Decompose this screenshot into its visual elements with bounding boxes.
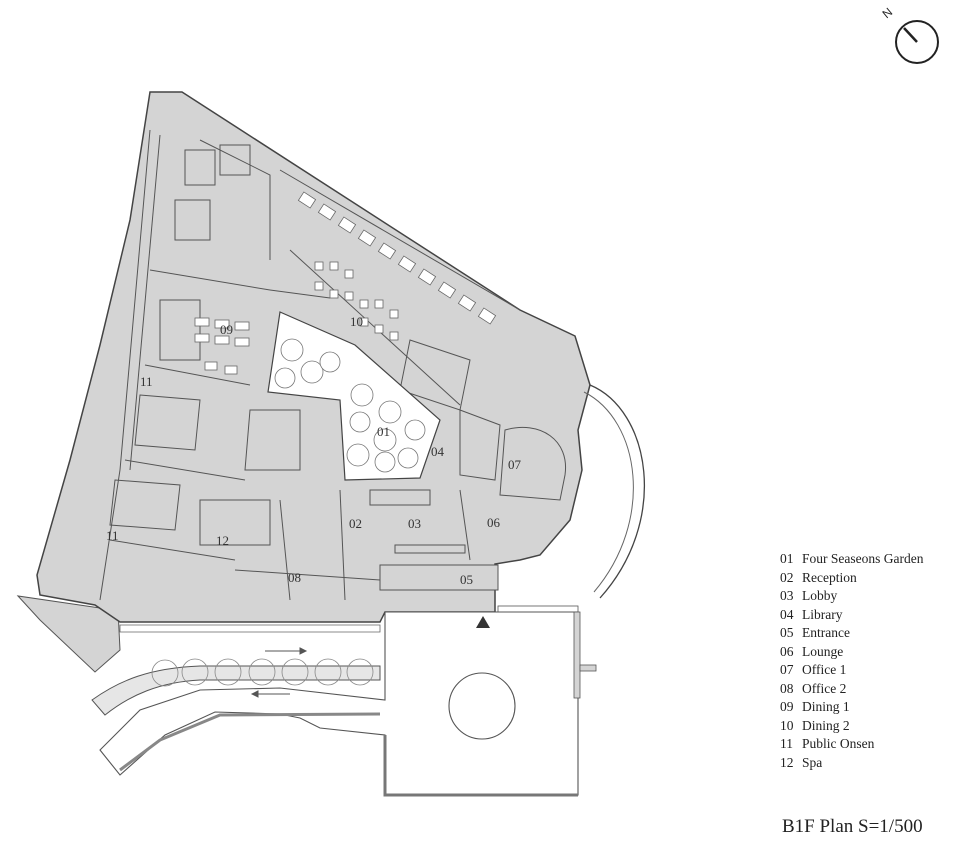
interior-walls	[99, 129, 521, 601]
outer-arc-wall-inner	[583, 391, 634, 593]
map-label-entrance: 05	[460, 572, 473, 587]
legend-item: 12 Spa	[780, 754, 923, 773]
legend-name: Lobby	[802, 588, 838, 603]
legend-item: 11 Public Onsen	[780, 735, 923, 754]
legend-num: 06	[780, 643, 794, 659]
legend-name: Reception	[802, 569, 857, 585]
legend-num: 08	[780, 680, 794, 696]
plaza-border-thick	[383, 735, 578, 797]
legend-item: 02 Reception	[780, 569, 923, 588]
map-label-garden: 01	[377, 424, 390, 439]
map-label-reception: 02	[349, 516, 362, 531]
tree-lined-path	[91, 665, 381, 716]
legend-name: Office 1	[802, 662, 847, 677]
legend-item: 01 Four Seaseons Garden	[780, 550, 923, 569]
legend-num: 01	[780, 551, 794, 566]
legend-item: 09 Dining 1	[780, 698, 923, 717]
east-ramp	[573, 611, 581, 699]
legend-item: 10 Dining 2	[780, 717, 923, 736]
legend-item: 04 Library	[780, 606, 923, 625]
legend-name: Library	[802, 606, 843, 622]
legend-num: 05	[780, 625, 794, 640]
legend-item: 07 Office 1	[780, 661, 923, 680]
north-arrow-icon	[895, 20, 939, 64]
legend-num: 10	[780, 717, 794, 733]
legend-name: Public Onsen	[802, 736, 875, 751]
garden-trees	[274, 338, 426, 473]
legend-item: 05 Entrance	[780, 624, 923, 643]
legend-name: Lounge	[802, 643, 844, 659]
legend-num: 07	[780, 662, 794, 677]
legend-item: 06 Lounge	[780, 643, 923, 662]
plan-title: B1F Plan S=1/500	[782, 816, 923, 837]
legend-name: Four Seaseons Garden	[802, 551, 924, 566]
outer-arc-wall	[589, 384, 645, 599]
legend-name: Spa	[802, 754, 823, 770]
legend-num: 03	[780, 588, 794, 603]
map-label-onsen-south: 11	[106, 528, 119, 543]
legend-num: 04	[780, 606, 794, 622]
legend-num: 02	[780, 569, 794, 585]
legend-name: Entrance	[802, 625, 850, 640]
room-legend: 01 Four Seaseons Garden 02 Reception 03 Lob…	[780, 550, 923, 772]
legend-name: Dining 2	[802, 717, 850, 733]
legend-item: 03 Lobby	[780, 587, 923, 606]
legend-num: 09	[780, 699, 794, 714]
map-label-library: 04	[431, 444, 445, 459]
entrance-marker-icon	[476, 616, 490, 628]
legend-name: Office 2	[802, 680, 847, 696]
map-label-spa: 12	[216, 533, 229, 548]
entrance-corridor	[379, 564, 499, 591]
legend-num: 11	[780, 736, 793, 751]
legend-num: 12	[780, 754, 794, 770]
plaza-curb	[119, 712, 381, 772]
map-label-onsen-north: 11	[140, 374, 153, 389]
office1-curved-room	[499, 426, 567, 501]
east-ramp-step	[579, 664, 597, 672]
map-label-office1: 07	[508, 457, 522, 472]
entrance-canopy-line	[497, 605, 579, 613]
map-label-lobby: 03	[408, 516, 421, 531]
legend-name: Dining 1	[802, 699, 850, 714]
driveway-trees	[151, 658, 374, 687]
map-label-dining1: 09	[220, 322, 233, 337]
map-label-office2: 08	[288, 570, 301, 585]
dining-tables	[194, 191, 497, 375]
southwest-promenade	[119, 624, 381, 633]
traffic-arrows	[250, 647, 308, 698]
map-label-lounge: 06	[487, 515, 501, 530]
legend-item: 08 Office 2	[780, 680, 923, 699]
map-label-dining2: 10	[350, 314, 363, 329]
roundabout	[448, 672, 516, 740]
